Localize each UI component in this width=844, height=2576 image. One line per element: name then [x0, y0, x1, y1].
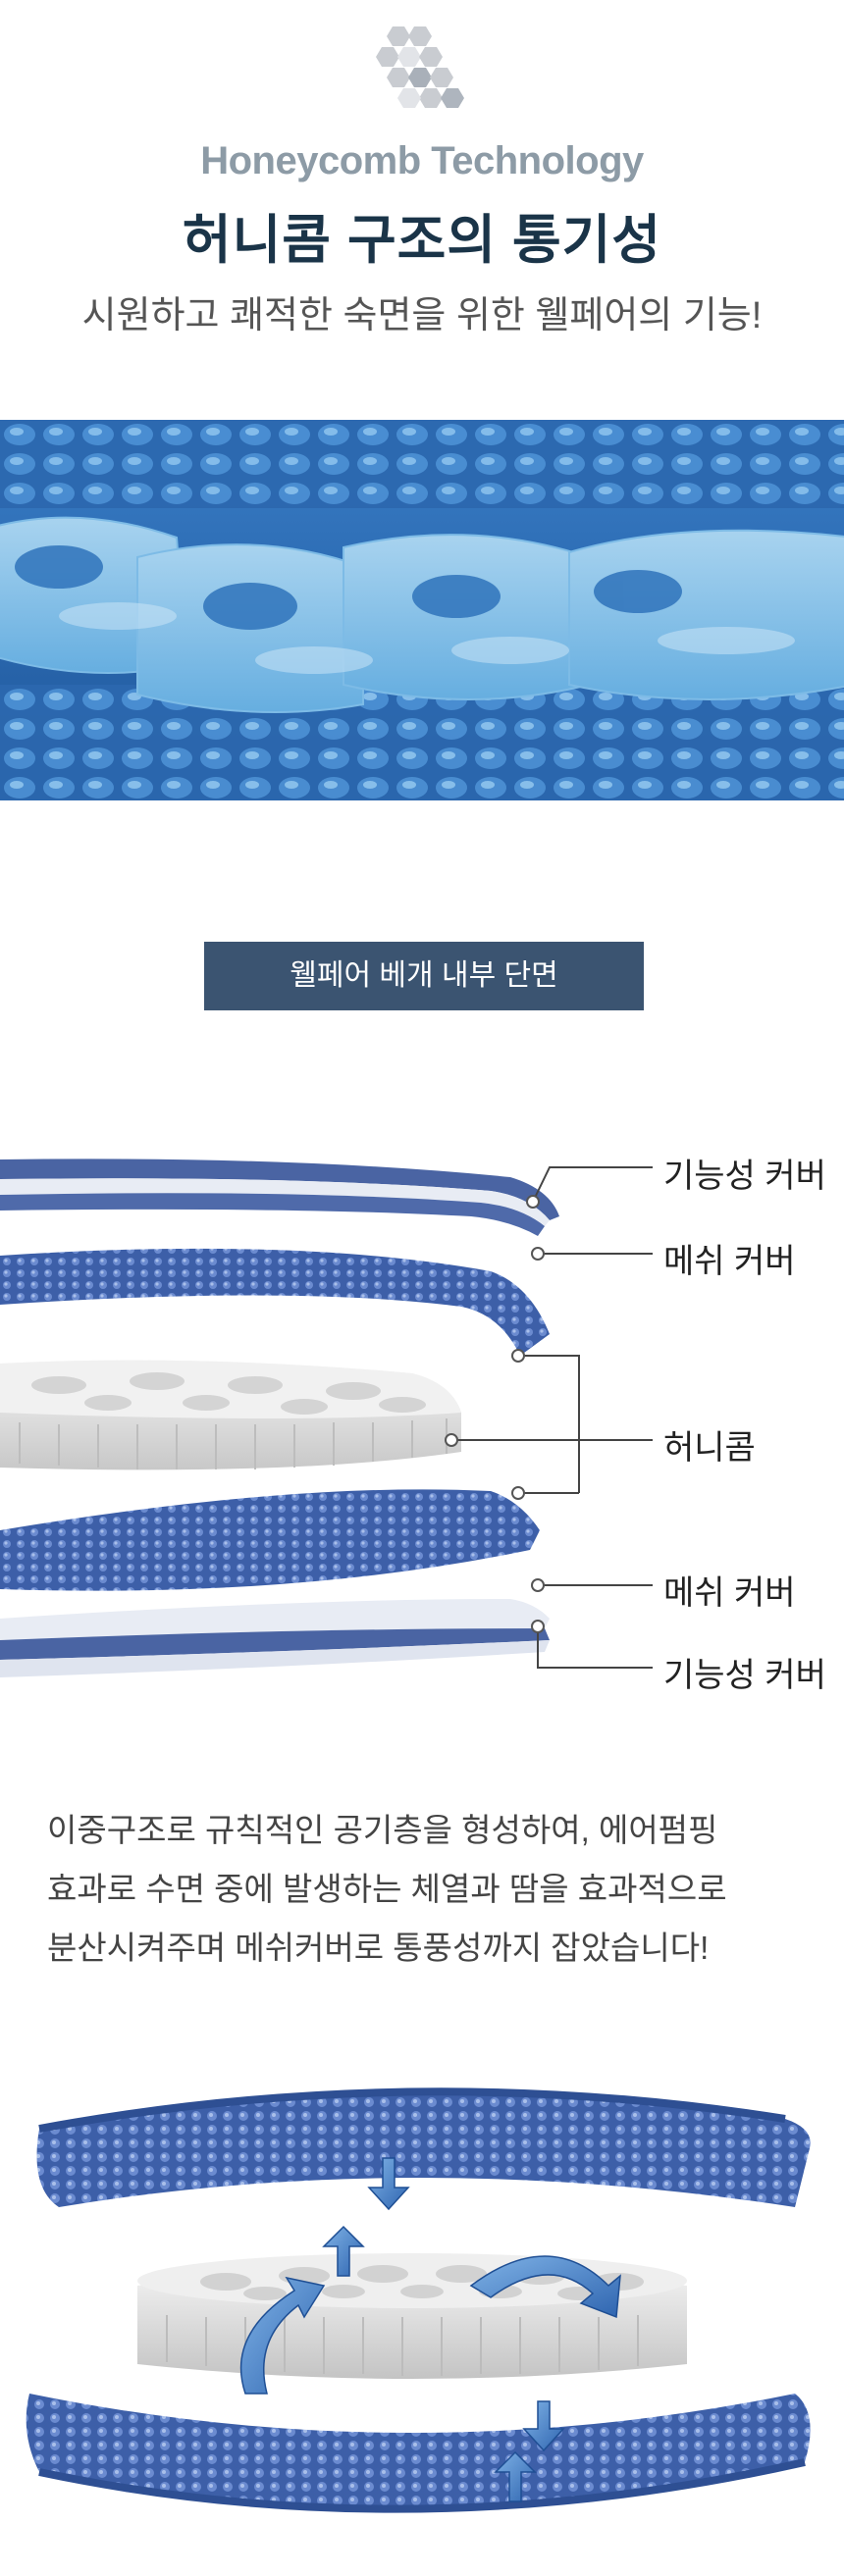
air-pumping-illustration: [26, 2087, 811, 2513]
page-title: 허니콤 구조의 통기성: [182, 211, 662, 270]
label-functional-cover-top: 기능성 커버: [663, 1158, 826, 1195]
section-badge: 웰페어 베개 내부 단면: [204, 942, 644, 1010]
honeycomb-foam-photo: [0, 420, 844, 800]
honeycomb-hexagons-icon: [376, 26, 464, 108]
description-line: 분산시켜주며 메쉬커버로 통풍성까지 잡았습니다!: [47, 1930, 710, 1966]
label-mesh-cover-bottom: 메쉬 커버: [663, 1574, 796, 1612]
description-line: 효과로 수면 중에 발생하는 체열과 땀을 효과적으로: [47, 1871, 727, 1907]
page-subtitle: 시원하고 쾌적한 숙면을 위한 웰페어의 기능!: [81, 295, 763, 336]
label-honeycomb: 허니콤: [663, 1429, 756, 1467]
description-paragraph: 이중구조로 규칙적인 공기층을 형성하여, 에어펌핑 효과로 수면 중에 발생하…: [47, 1801, 813, 1978]
english-title: Honeycomb Technology: [200, 139, 644, 182]
description-line: 이중구조로 규칙적인 공기층을 형성하여, 에어펌핑: [47, 1812, 718, 1848]
label-functional-cover-bottom: 기능성 커버: [663, 1657, 826, 1694]
pillow-cross-section-diagram: [0, 1159, 653, 1677]
label-mesh-cover-top: 메쉬 커버: [663, 1243, 796, 1280]
